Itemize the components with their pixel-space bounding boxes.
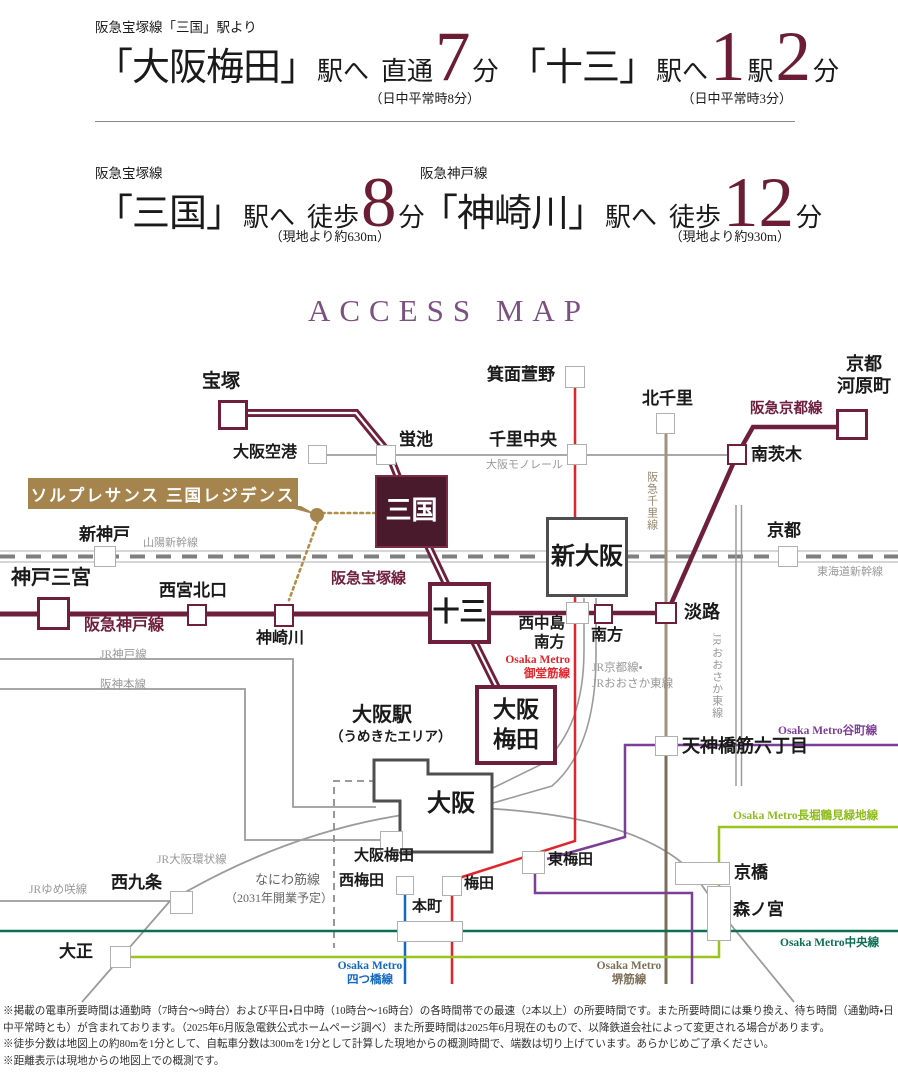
walk1-minutes: 8 — [361, 164, 397, 242]
walk2-unit: 分 — [796, 203, 823, 232]
walk2-destination: 「神崎川」 — [420, 193, 606, 235]
route1-note: （日中平常時8分） — [369, 91, 480, 106]
hankyu-takarazuka-line-core — [247, 411, 517, 727]
footnote-3: ※距離表示は現地からの地図上での概測です。 — [3, 1056, 225, 1068]
sanyo-tokaido-shinkansen-outer — [0, 550, 898, 563]
route2-stop-unit: 駅 — [747, 57, 774, 86]
walk2-mode: 徒歩 — [669, 203, 722, 232]
route2-station-suffix: 駅へ — [656, 57, 709, 86]
jr-kyoto-osakahigashi-2 — [492, 598, 597, 804]
jr-kyoto-osakahigashi-1 — [492, 598, 585, 789]
walk2-station-suffix: 駅へ — [605, 203, 658, 232]
walk1-note: （現地より約630m） — [269, 229, 390, 244]
hankyu-takarazuka-line — [247, 409, 520, 728]
walk2-line-name: 阪急神戸線 — [420, 166, 488, 181]
route2-destination: 「十三」 — [508, 47, 657, 89]
route1-minutes: 7 — [435, 18, 471, 96]
walk1-mode: 徒歩 — [307, 203, 360, 232]
footnote-1: ※掲載の電車所要時間は通勤時（7時台～9時台）および平日・日中時（10時台～16… — [3, 1006, 894, 1034]
route2-stops: 1 — [710, 18, 746, 96]
route1-destination: 「大阪梅田」 — [95, 47, 318, 89]
walk2-note: （現地より約930m） — [669, 229, 790, 244]
jr-kobe-line — [0, 658, 376, 808]
route1-unit: 分 — [472, 57, 499, 86]
route2-minutes: 2 — [775, 18, 812, 96]
osaka-metro-tanimachi-line — [533, 743, 898, 984]
osaka-station-outline — [372, 758, 494, 854]
route1-mode: 直通 — [381, 57, 434, 86]
access-map-title: ACCESS MAP — [307, 293, 591, 328]
footnotes: ※掲載の電車所要時間は通勤時（7時台～9時台）および平日・日中時（10時台～16… — [3, 1004, 895, 1071]
route1-station-suffix: 駅へ — [317, 57, 370, 86]
route2-unit: 分 — [813, 57, 840, 86]
walk1-destination: 「三国」 — [95, 193, 244, 235]
route2-note: （日中平常時3分） — [681, 91, 792, 106]
jr-osakahigashi-vertical — [735, 505, 743, 786]
naniwasuji-line-planned — [333, 780, 376, 948]
walk2-minutes: 12 — [723, 164, 795, 242]
walk1-unit: 分 — [398, 203, 425, 232]
hanshin-main-line — [0, 688, 380, 841]
property-callout-dot — [310, 508, 324, 522]
walk1-line-name: 阪急宝塚線 — [95, 166, 163, 181]
origin-station-note: 阪急宝塚線「三国」駅より — [95, 20, 257, 35]
property-dotted-south — [287, 519, 320, 602]
property-callout-label: ソルプレサンス 三国レジデンス — [28, 478, 298, 509]
header-divider — [95, 121, 795, 122]
footnote-2: ※徒歩分数は地図上の約80mを1分として、自転車分数は300mを1分として計算し… — [3, 1039, 775, 1051]
walk1-station-suffix: 駅へ — [243, 203, 296, 232]
osaka-metro-nagahori-line — [121, 825, 898, 959]
